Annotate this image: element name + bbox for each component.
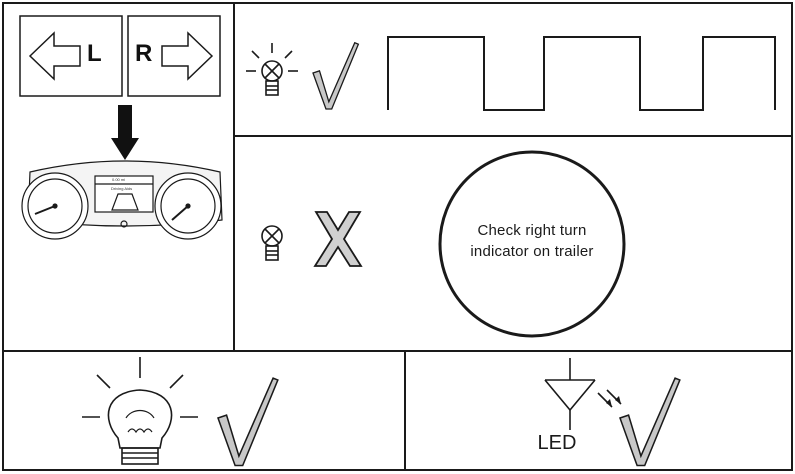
cross-mark-icon <box>313 211 363 267</box>
check-mark-icon <box>619 377 681 467</box>
left-label: L <box>87 40 102 67</box>
led-label: LED <box>537 432 577 454</box>
square-wave <box>387 36 776 111</box>
incandescent-bulb-icon <box>82 357 198 465</box>
check-trailer-message: Check right turn indicator on trailer <box>447 220 617 262</box>
led-icon <box>544 358 622 430</box>
bulb-off-icon <box>261 225 283 261</box>
arrow-down-icon <box>111 105 139 160</box>
right-turn-button <box>127 15 221 97</box>
message-circle <box>438 150 626 338</box>
bulb-on-icon <box>246 43 298 96</box>
led-emit-arrowheads <box>606 396 621 407</box>
right-label: R <box>135 40 153 67</box>
check-mark-icon <box>312 42 360 110</box>
odometer-readout: 0.00 mi <box>112 177 125 182</box>
left-turn-button <box>19 15 123 97</box>
arrow-left-icon <box>28 31 81 81</box>
message-text: Check right turn indicator on trailer <box>470 222 594 260</box>
instrument-cluster-icon <box>21 160 223 240</box>
check-mark-icon <box>217 377 279 467</box>
cluster-screen-title: Driving Aids <box>111 186 132 191</box>
arrow-right-icon <box>161 31 214 81</box>
